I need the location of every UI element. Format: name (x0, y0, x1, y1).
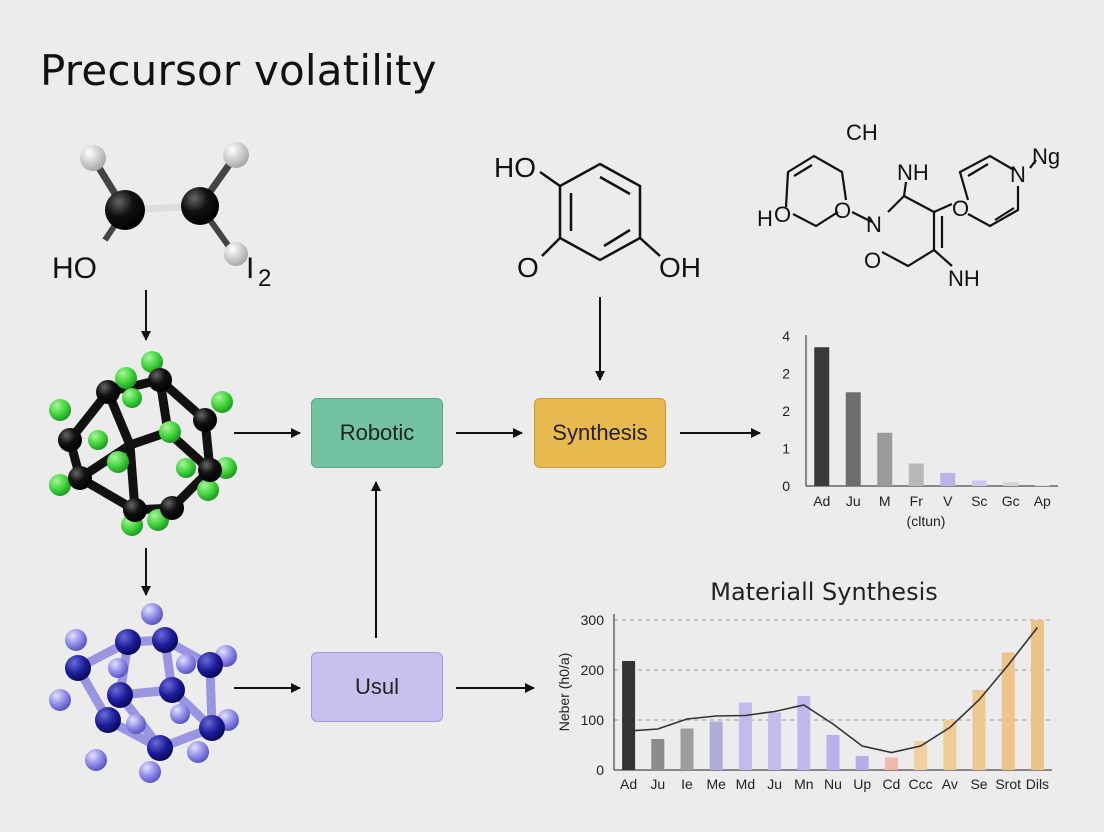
chart1-y-tick: 2 (782, 366, 790, 382)
chart2-ylabel: Neber (h0/a) (556, 653, 572, 732)
bar-chart-top: 0 1 2 2 4 Ad Ju M Fr V Sc Gc Ap (cltun) (782, 328, 1058, 529)
label-ch: CH (846, 120, 878, 145)
chart1-bar (845, 392, 861, 486)
chart2-x-tick: Ccc (909, 776, 933, 792)
label-n-center: N (866, 212, 882, 237)
label-subscript-2: 2 (258, 265, 271, 292)
chart1-xlabel: (cltun) (907, 513, 946, 529)
label-nh-top: NH (897, 160, 929, 185)
chart2-bar (768, 712, 782, 770)
label-oh-bottom: OH (659, 252, 701, 283)
chart2-x-tick: Ju (767, 776, 782, 792)
chart2-bar (855, 756, 869, 770)
chart1-bar (814, 347, 830, 486)
chart2-bar (1001, 652, 1015, 770)
chart1-x-tick: Sc (971, 493, 987, 509)
chart2-x-tick: Se (970, 776, 987, 792)
chart2-bar (709, 721, 723, 770)
page-title: Precursor volatility (40, 46, 437, 95)
chart1-bar (1034, 484, 1050, 486)
label-ho: HO (52, 252, 97, 285)
chart1-bar (877, 432, 893, 486)
chart2-bar (651, 739, 665, 770)
flow-arrows (141, 290, 761, 693)
chart2-bar (738, 702, 752, 770)
chart1-x-tick: Fr (910, 493, 924, 509)
chart2-x-tick: Me (706, 776, 726, 792)
chart2-x-tick: Srot (995, 776, 1021, 792)
label-ho-top: HO (494, 152, 536, 183)
label-n-right: N (1010, 162, 1026, 187)
chart1-y-tick: 4 (782, 328, 790, 344)
label-h: H (757, 206, 773, 231)
chart2-bar (622, 661, 636, 770)
heterocycle-structure (784, 154, 1037, 268)
chart2-bar (914, 741, 928, 770)
label-o-bottom: O (517, 252, 539, 283)
chart2-bar (826, 735, 840, 770)
label-nh-bottom: NH (948, 266, 980, 291)
chart2-bar (680, 728, 694, 770)
ethylene-glycol-model (80, 142, 249, 266)
chart1-x-tick: Ap (1034, 493, 1051, 509)
chart1-x-tick: Ad (813, 493, 830, 509)
chart1-y-tick: 0 (782, 478, 790, 494)
chart1-x-tick: V (943, 493, 953, 509)
chart2-title: Materiall Synthesis (710, 578, 938, 606)
chart1-x-tick: Gc (1002, 493, 1020, 509)
chart1-y-tick: 2 (782, 403, 790, 419)
usul-box: Usul (311, 652, 443, 722)
label-o2: O (834, 198, 851, 223)
chart2-y-tick: 0 (596, 762, 604, 778)
chart1-x-tick: Ju (846, 493, 861, 509)
chart2-y-tick: 300 (581, 612, 605, 628)
chart2-bar (972, 690, 986, 770)
chart2-bar (943, 720, 957, 770)
blue-cluster-model (49, 603, 239, 783)
label-o3: O (952, 196, 969, 221)
chart2-bar (797, 696, 811, 770)
chart2-x-tick: Mn (794, 776, 813, 792)
chart1-bar (940, 472, 956, 486)
chart1-x-tick: M (879, 493, 891, 509)
chart2-x-tick: Dils (1026, 776, 1049, 792)
green-cluster-model (49, 351, 237, 536)
chart2-x-tick: Up (853, 776, 871, 792)
label-i: I (246, 252, 254, 285)
chart2-x-tick: Ad (620, 776, 637, 792)
chart2-x-tick: Nu (824, 776, 842, 792)
chart1-bar (908, 463, 924, 486)
chart2-x-tick: Av (942, 776, 958, 792)
label-o-bottom-ring: O (864, 248, 881, 273)
chart2-y-tick: 100 (581, 712, 605, 728)
label-ng: Ng (1032, 144, 1060, 169)
chart1-y-tick: 1 (782, 441, 790, 457)
chart2-trend-line (628, 627, 1039, 754)
chart2-x-tick: Ie (681, 776, 693, 792)
chart2-bar (884, 757, 898, 770)
chart1-bar (971, 480, 987, 486)
label-o1: O (774, 202, 791, 227)
chart2-y-tick: 200 (581, 662, 605, 678)
chart2-x-tick: Cd (882, 776, 900, 792)
chart1-bar (1003, 482, 1019, 486)
chart2-x-tick: Md (736, 776, 755, 792)
robotic-box: Robotic (311, 398, 443, 468)
chart2-bar (1030, 620, 1044, 770)
chart2-x-tick: Ju (650, 776, 665, 792)
synthesis-box: Synthesis (534, 398, 666, 468)
hydroquinone-structure (539, 162, 661, 262)
bar-line-chart-bottom: Materiall Synthesis 0 100 200 300 Ad Ju Ie Me M… (556, 578, 1052, 792)
